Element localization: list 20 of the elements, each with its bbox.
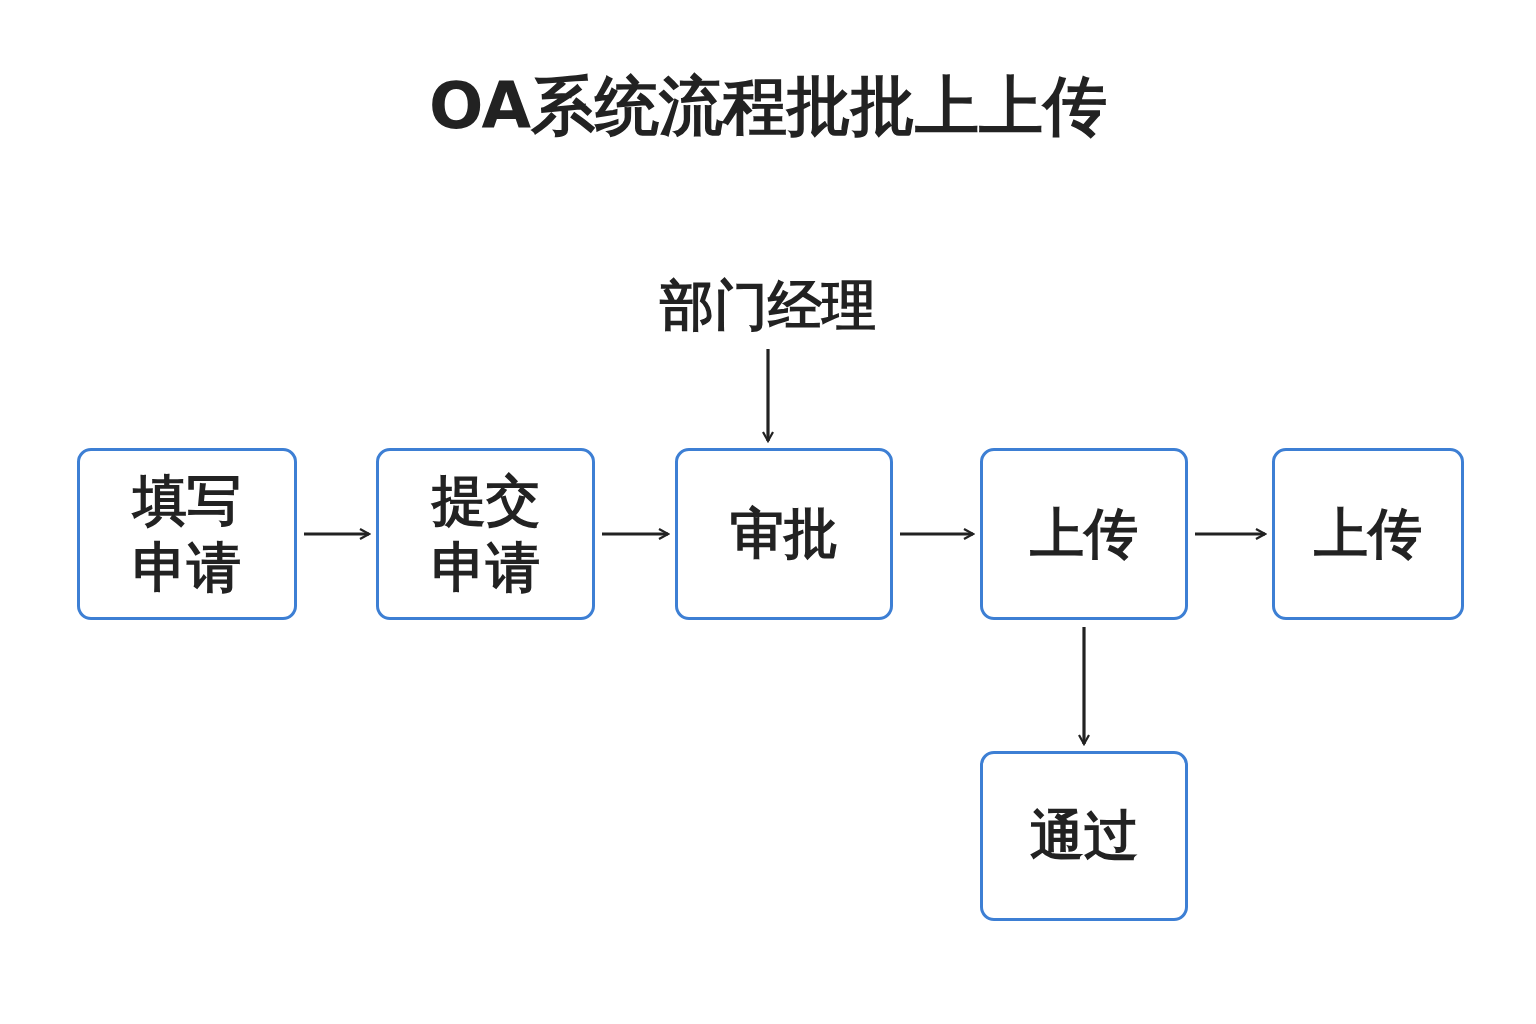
arrow xyxy=(602,527,670,541)
arrow xyxy=(304,527,371,541)
arrow xyxy=(900,527,975,541)
step-label: 通过 xyxy=(1030,803,1138,870)
diagram-title: OA系统流程批批上上传 xyxy=(427,68,1109,145)
process-box xyxy=(1272,448,1464,620)
step-label: 上传 xyxy=(1314,501,1422,568)
process-box xyxy=(980,751,1188,921)
step-label: 提交申请 xyxy=(430,467,541,601)
process-box xyxy=(980,448,1188,620)
step-label: 审批 xyxy=(730,501,838,568)
arrow xyxy=(761,349,775,443)
arrow xyxy=(1077,627,1091,746)
process-box xyxy=(675,448,893,620)
process-box xyxy=(77,448,297,620)
role-label: 部门经理 xyxy=(660,273,876,340)
step-label: 填写申请 xyxy=(131,467,242,601)
arrow xyxy=(1195,527,1267,541)
step-label: 上传 xyxy=(1030,501,1138,568)
process-box xyxy=(376,448,595,620)
